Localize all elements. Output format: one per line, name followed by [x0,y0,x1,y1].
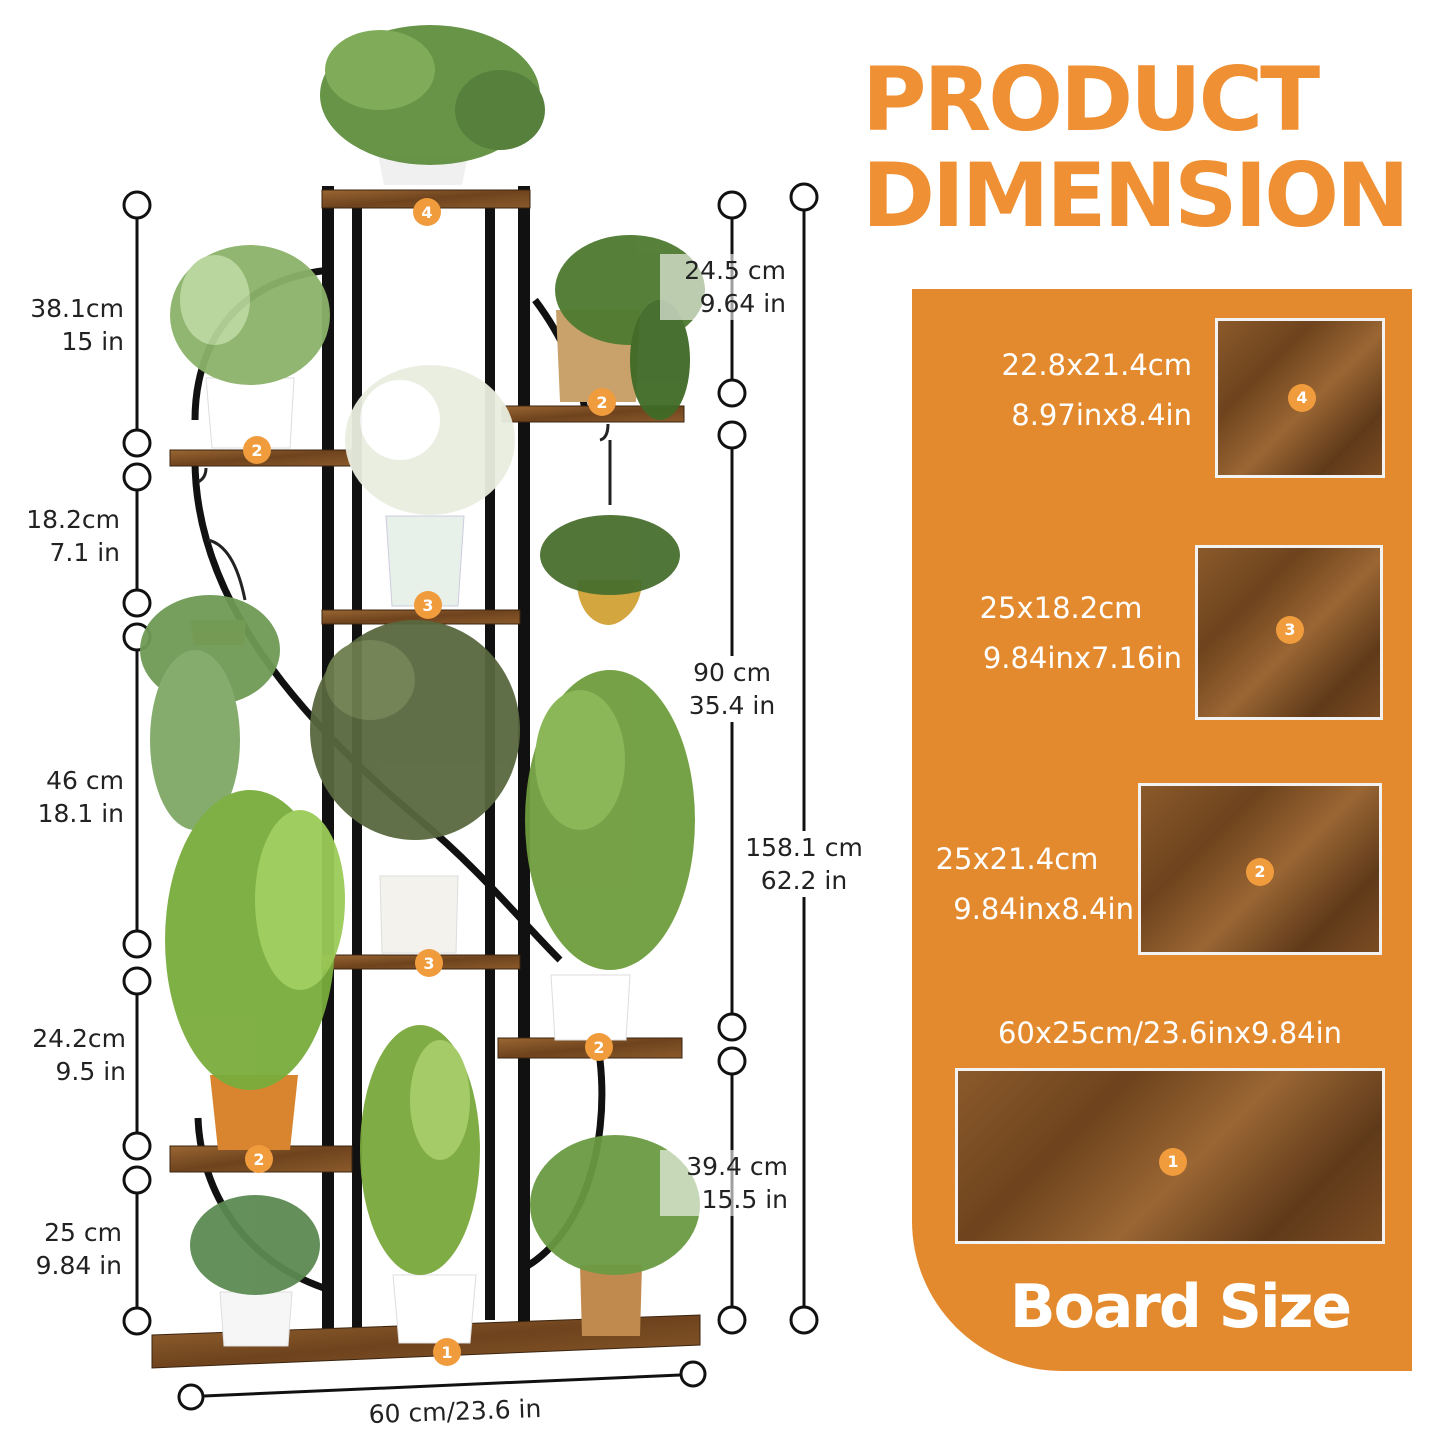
left-dimension-2: 18.2cm 7.1 in [10,503,120,569]
board-size-metric: 22.8x21.4cm [1001,348,1193,382]
dimension-imperial: 7.1 in [49,538,121,567]
shelf-badge: 1 [433,1338,461,1366]
width-line [177,1360,707,1411]
right-dimension-1: 24.5 cm 9.64 in [660,254,786,320]
board-4-label: 22.8x21.4cm 8.97inx8.4in [950,340,1193,440]
board-size-imperial: 8.97inx8.4in [1011,398,1192,432]
dimension-metric: 24.5 cm [684,256,786,285]
board-3-label: 25x18.2cm 9.84inx7.16in [940,583,1182,683]
right-dimension-2: 90 cm 35.4 in [680,656,784,722]
shelf-badge: 2 [585,1033,613,1061]
dimension-imperial: 15.5 in [701,1185,788,1214]
dimension-metric: 46 cm [46,766,124,795]
svg-text:4: 4 [421,203,432,222]
right-dimension-3: 39.4 cm 15.5 in [660,1150,788,1216]
svg-text:2: 2 [253,1150,264,1169]
board-badge: 3 [1276,616,1304,644]
svg-text:3: 3 [422,596,433,615]
board-1-image [955,1068,1385,1244]
shelf-badges: 4 2 2 3 3 2 2 1 [243,198,616,1366]
shelf-badge: 2 [588,388,616,416]
dimension-metric: 25 cm [44,1218,122,1247]
shelf-badge: 3 [414,591,442,619]
title-line-2: DIMENSION [862,144,1410,247]
board-size-metric: 60x25cm/23.6inx9.84in [997,1016,1343,1050]
left-dimension-5: 25 cm 9.84 in [10,1216,122,1282]
dimension-metric: 38.1cm [30,294,124,323]
shelf-badge: 2 [243,436,271,464]
dimension-imperial: 15 in [61,327,124,356]
page-title: PRODUCT DIMENSION [862,52,1442,244]
shelf-badge: 3 [415,949,443,977]
board-badge: 1 [1159,1148,1187,1176]
svg-text:2: 2 [596,393,607,412]
left-dimension-4: 24.2cm 9.5 in [10,1022,126,1088]
svg-text:3: 3 [423,954,434,973]
total-height-line [789,182,819,1335]
board-size-metric: 25x21.4cm [935,842,1099,876]
plant-stand-illustration: 4 2 2 3 3 2 2 1 [122,25,819,1411]
dimension-imperial: 9.64 in [699,289,786,318]
dimension-metric: 18.2cm [26,505,120,534]
dimension-imperial: 35.4 in [688,691,776,720]
total-height-dimension: 158.1 cm 62.2 in [742,831,866,897]
board-size-imperial: 9.84inx7.16in [982,641,1182,675]
board-size-imperial: 9.84inx8.4in [953,892,1134,926]
dimension-imperial: 9.5 in [55,1057,127,1086]
shelf-badge: 4 [413,198,441,226]
dimension-metric: 24.2cm [32,1024,126,1053]
left-dimension-3: 46 cm 18.1 in [10,764,124,830]
dimension-metric: 39.4 cm [686,1152,788,1181]
svg-text:1: 1 [441,1343,452,1362]
svg-text:2: 2 [251,441,262,460]
svg-text:2: 2 [593,1038,604,1057]
board-badge: 4 [1288,384,1316,412]
plant-foliage [140,25,705,1295]
board-size-metric: 25x18.2cm [979,591,1143,625]
hooks [197,423,612,601]
board-1-label: 60x25cm/23.6inx9.84in [955,1008,1385,1058]
board-badge: 2 [1246,858,1274,886]
right-dimension-lines [717,190,747,1335]
dimension-imperial: 62.2 in [760,866,848,895]
pots [190,155,642,1347]
dimension-metric: 90 cm [693,658,771,687]
board-size-title: Board Size [1009,1272,1352,1342]
left-dimension-1: 38.1cm 15 in [10,292,124,358]
dimension-imperial: 18.1 in [37,799,124,828]
dimension-metric: 158.1 cm [745,833,863,862]
shelf-badge: 2 [245,1145,273,1173]
dimension-imperial: 9.84 in [35,1251,122,1280]
title-line-1: PRODUCT [862,48,1320,151]
left-dimension-lines [122,190,152,1336]
board-2-label: 25x21.4cm 9.84inx8.4in [900,834,1134,934]
